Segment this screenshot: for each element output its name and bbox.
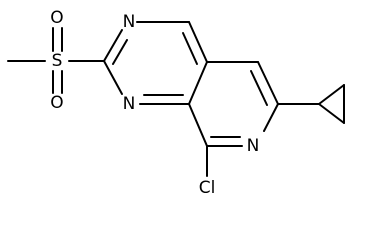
bond-c4-c4a-double <box>182 32 198 65</box>
bond-c8-c8a <box>188 103 208 147</box>
atom-chlorine: Cl <box>199 178 216 198</box>
chemical-structure-canvas: S O O N N N Cl <box>7 8 345 198</box>
atom-nitrogen-pyrimidine-bottom: N <box>123 94 136 114</box>
bond-n1-c2 <box>103 60 123 95</box>
molecule-drawing: S O O N N N Cl <box>7 8 345 198</box>
atom-labels: S O O N N N Cl <box>50 8 259 198</box>
bond-c2-n3 <box>103 29 123 62</box>
bond-c4a-c8a <box>188 61 208 105</box>
bond-c6-n7 <box>263 103 279 132</box>
bond-c4-c4a <box>188 21 208 63</box>
atom-nitrogen-pyridine: N <box>247 136 260 156</box>
bond-lines <box>7 21 345 177</box>
bond-c5-c6-double <box>250 70 268 106</box>
bond-cyclopropyl-top <box>318 84 345 105</box>
atom-oxygen-bottom: O <box>50 93 63 113</box>
atom-oxygen-top: O <box>50 8 63 28</box>
bond-c2-n3-double <box>112 39 128 65</box>
atom-sulfur: S <box>52 51 63 71</box>
bond-c5-c6 <box>257 61 279 105</box>
atom-nitrogen-pyrimidine-top: N <box>123 12 136 32</box>
bond-cyclopropyl-bottom <box>318 103 345 124</box>
